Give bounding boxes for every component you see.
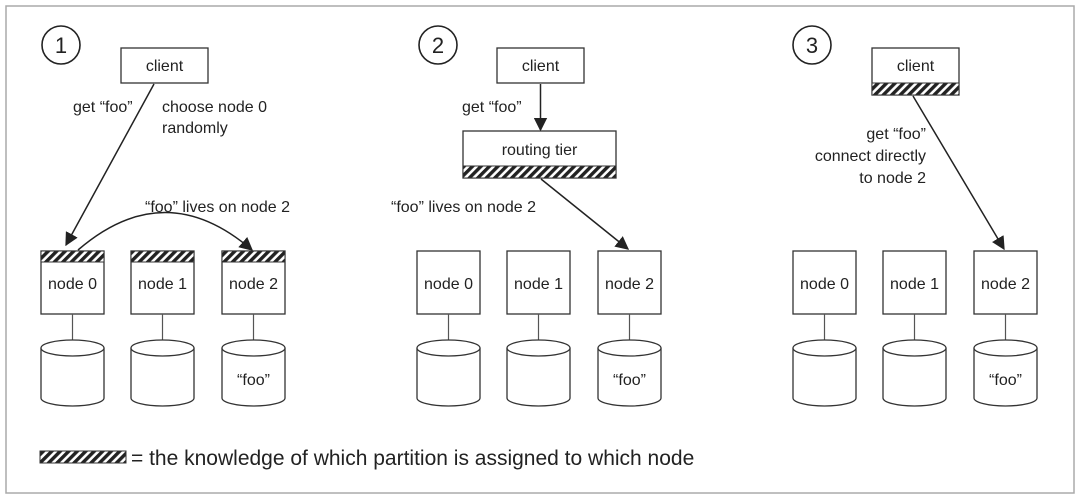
disk-1	[882, 339, 947, 407]
node-label: node 2	[605, 276, 654, 293]
client-box: client	[871, 47, 960, 96]
forward-arrow	[77, 211, 254, 251]
disk-label: “foo”	[237, 372, 270, 389]
scenario-1: 1 client get “foo” choose node 0 randoml…	[40, 25, 290, 407]
node-2: node 2	[221, 250, 286, 315]
node-0: node 0	[792, 250, 857, 315]
routing-knowledge-hatch	[40, 250, 105, 263]
node-label: node 2	[229, 276, 278, 293]
request-label-line3: to node 2	[859, 170, 926, 187]
svg-text:2: 2	[432, 33, 444, 58]
request-arrow	[912, 95, 1005, 251]
request-label-line1: get “foo”	[866, 126, 926, 143]
disk-0	[792, 339, 857, 407]
scenario-number-3: 3	[792, 25, 832, 65]
request-label-line2: connect directly	[815, 148, 926, 165]
routing-tier-label: routing tier	[502, 142, 578, 159]
client-label: client	[897, 58, 935, 75]
client-box: client	[496, 47, 585, 84]
routing-knowledge-hatch	[462, 165, 617, 179]
choice-label-line1: choose node 0	[162, 99, 267, 116]
node-0: node 0	[416, 250, 481, 315]
request-label: get “foo”	[462, 99, 522, 116]
routing-knowledge-hatch	[871, 82, 960, 96]
scenario-number-1: 1	[41, 25, 81, 65]
routing-knowledge-hatch	[221, 250, 286, 263]
disk-2: “foo”	[221, 339, 286, 407]
disk-1	[506, 339, 571, 407]
request-arrow	[65, 83, 155, 247]
node-label: node 1	[138, 276, 187, 293]
routing-tier-box: routing tier	[462, 130, 617, 179]
diagram-frame	[5, 5, 1075, 494]
node-1: node 1	[130, 250, 195, 315]
disk-2: “foo”	[597, 339, 662, 407]
node-label: node 0	[48, 276, 97, 293]
request-label: get “foo”	[73, 99, 133, 116]
forward-label: “foo” lives on node 2	[391, 199, 536, 216]
disk-0	[40, 339, 105, 407]
client-label: client	[522, 58, 560, 75]
node-label: node 1	[890, 276, 939, 293]
legend-hatch-swatch	[39, 450, 127, 464]
node-label: node 1	[514, 276, 563, 293]
client-box: client	[120, 47, 209, 84]
node-label: node 2	[981, 276, 1030, 293]
scenario-3: 3 client get “foo” connect directly to n…	[792, 25, 1038, 407]
svg-text:3: 3	[806, 33, 818, 58]
node-label: node 0	[800, 276, 849, 293]
node-2: node 2	[597, 250, 662, 315]
legend-text: = the knowledge of which partition is as…	[131, 447, 694, 470]
choice-label-line2: randomly	[162, 120, 228, 137]
disk-1	[130, 339, 195, 407]
disk-0	[416, 339, 481, 407]
forward-label: “foo” lives on node 2	[145, 199, 290, 216]
scenario-2: 2 client get “foo” routing tier “foo” li…	[391, 25, 662, 407]
node-label: node 0	[424, 276, 473, 293]
client-label: client	[146, 58, 184, 75]
svg-text:1: 1	[55, 33, 67, 58]
routing-knowledge-hatch	[130, 250, 195, 263]
node-1: node 1	[882, 250, 947, 315]
scenario-number-2: 2	[418, 25, 458, 65]
node-2: node 2	[973, 250, 1038, 315]
node-1: node 1	[506, 250, 571, 315]
node-0: node 0	[40, 250, 105, 315]
forward-arrow	[540, 178, 630, 250]
disk-label: “foo”	[613, 372, 646, 389]
disk-2: “foo”	[973, 339, 1038, 407]
disk-label: “foo”	[989, 372, 1022, 389]
legend: = the knowledge of which partition is as…	[39, 447, 694, 470]
